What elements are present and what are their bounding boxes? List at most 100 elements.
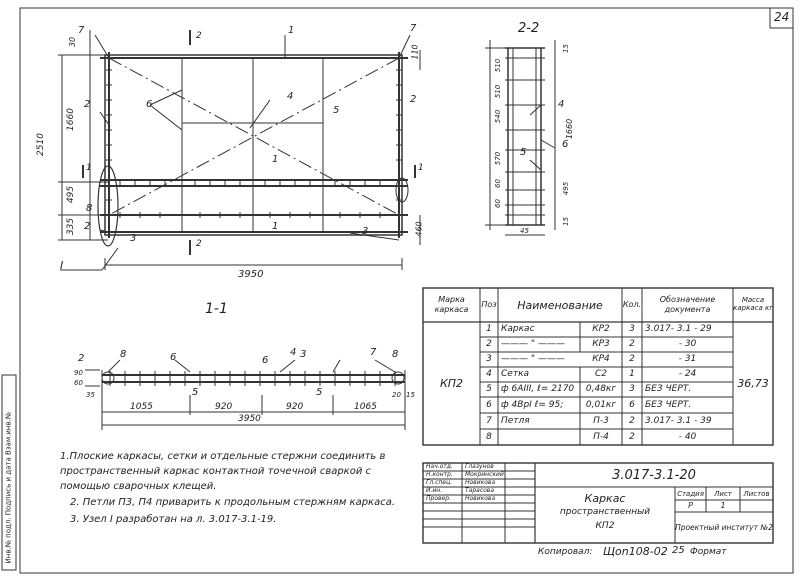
plan-callout: 3 [130,233,137,244]
side-stamp: Инв.№ подл. Подпись и дата Взам.инв.№ [4,411,13,564]
plan-callout: 7 [78,25,85,36]
spec-row-mark: 0,48кг [585,384,617,394]
title-line-1: Каркас [584,491,626,505]
sec22-dim: 510 [494,58,503,73]
sec11-dim: 60 [74,379,83,387]
sec11-dim: 920 [215,402,233,412]
spec-row-name: ф 6АIII, ℓ= 2170 [501,384,575,394]
stage-header: Стадия [677,489,704,498]
sec11-callout: 8 [120,349,127,360]
spec-header-pos: Поз [481,300,497,309]
plan-callout: 5 [333,105,340,116]
sec22-dim: 570 [494,151,503,166]
spec-row-doc: 3.017- 3.1 - 39 [645,415,712,426]
sec11-callout: 6 [170,352,177,363]
spec-row-qty: 3 [629,324,635,334]
spec-row-mark: КР2 [592,324,610,334]
spec-row-name: ф 4ВрI ℓ= 95; [501,399,564,410]
sec11-callout: 4 [290,347,297,358]
plan-callout: 4 [287,91,294,102]
sec11-callout: 5 [192,387,199,398]
spec-row-pos: 6 [486,399,492,410]
spec-row-name: Каркас [501,324,535,334]
sec11-dim: 1055 [130,402,153,412]
plan-callout: 1 [288,25,295,36]
sec11-callout: 2 [78,353,85,364]
spec-row-name: ——— " ——— [501,354,565,364]
spec-header-doc: Обозначение документа [659,295,716,314]
sec11-dim: 920 [286,402,304,412]
spec-header-mark: Марка каркаса [434,295,469,314]
sec22-dim: 540 [494,109,503,124]
plan-callout: 7 [410,23,417,34]
signer-role: Н.контр. [426,471,453,478]
spec-header-name: Наименование [517,298,603,312]
spec-row-name [498,429,580,445]
signer-role: Нач.отд. [426,463,453,470]
sec11-callout: 5 [316,387,323,398]
spec-row-name: Петля [501,415,530,426]
spec-row-mark: КР4 [592,354,610,364]
spec-header-mass: Масса каркаса кг [733,296,773,312]
spec-row-doc: - 24 [678,369,697,379]
sec11-dim: 20 [392,391,401,399]
sec11-callout: 7 [370,347,377,358]
sec22-dim: 60 [493,179,502,188]
spec-row-doc: 3.017- 3.1 - 29 [645,324,712,334]
sheet-header: Лист [714,489,732,498]
sec11-dim: 1065 [354,402,377,412]
sec22-callout: 6 [562,139,569,150]
spec-row-mark: 0,01кг [585,399,617,410]
spec-row-pos: 3 [486,354,492,364]
plan-callout: 2 [84,221,91,232]
plan-callout: 1 [272,221,279,232]
plan-dim-110: 110 [410,44,420,60]
signer-role: Гл.спец. [426,479,452,486]
sec22-dim: 1660 [565,118,575,140]
sec22-callout: 4 [558,99,565,110]
spec-row-qty: 2 [629,415,635,426]
sec22-dim: 15 [561,217,570,226]
cut-label-top: 2 [196,31,202,41]
copied-signature: Щоn108-02 [603,545,668,558]
sec11-dim: 90 [74,369,83,377]
spec-row-mark: КР3 [592,339,610,349]
cut-label-bottom: 2 [196,239,202,249]
spec-row-qty: 3 [629,384,635,394]
plan-dim-height: 2510 [35,133,46,156]
doc-code: 3.017-3.1-20 [612,467,696,483]
spec-row-mark: П-3 [593,415,609,426]
spec-row-pos: 5 [486,384,492,394]
sec22-dim: 495 [562,181,571,196]
note-line: помощью сварочных клещей. [60,481,217,492]
plan-callout: 8 [86,203,93,214]
spec-row-qty: 2 [629,339,635,349]
sec11-callout: 6 [262,355,269,366]
sec22-callout: 5 [520,147,527,158]
sec11-callout: 8 [392,349,399,360]
stage-value: Р [688,501,693,510]
title-line-2: пространственный [559,506,651,517]
side-stamp-box [1,374,17,571]
sheet-value: 1 [720,501,726,510]
node-label: I [60,259,64,272]
sheet-frame [19,7,794,574]
spec-row-name: ——— " ——— [501,339,565,349]
spec-row-mark: П-4 [593,431,609,442]
plan-dim-335: 335 [66,217,77,236]
spec-row-doc: БЕЗ ЧЕРТ. [645,399,692,410]
spec-row-qty: 6 [629,399,635,410]
sec22-dim: 60 [493,199,502,208]
plan-callout: 3 [362,226,369,237]
signer-name: Глазунов [465,463,494,470]
section-2-2-title: 2-2 [518,21,540,36]
spec-group-mass: 36,73 [737,377,769,390]
spec-row-name: Сетка [501,369,530,379]
spec-header-qty: Кол. [622,300,642,309]
copied-label: Копировал: [538,547,593,557]
plan-view [58,30,421,271]
spec-row-pos: 2 [486,339,492,349]
format-label: Формат [690,547,727,557]
spec-row-pos: 1 [486,324,492,334]
spec-row-doc: - 30 [678,339,697,349]
